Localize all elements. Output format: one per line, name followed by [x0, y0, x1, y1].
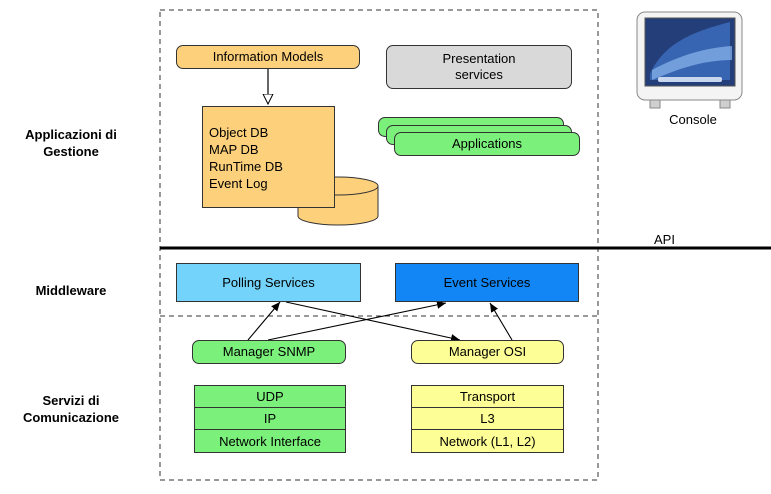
label-applicazioni-di-gestione: Applicazioni di Gestione	[25, 127, 117, 159]
arrow-snmp-to-event	[267, 300, 447, 341]
db-item-object: Object DB	[209, 125, 269, 140]
label-middleware: Middleware	[35, 283, 107, 298]
stack-l3: L3	[411, 407, 564, 430]
system-boundary	[159, 9, 599, 481]
stack-network-interface: Network Interface	[194, 429, 346, 453]
stack-transport: Transport	[411, 385, 564, 408]
information-models-box: Information Models	[176, 45, 360, 69]
manager-snmp-box: Manager SNMP	[192, 340, 346, 364]
stack-network-l1-l2: Network (L1, L2)	[411, 429, 564, 453]
db-item-map: MAP DB	[209, 142, 259, 157]
applications-box: Applications	[394, 132, 580, 156]
stack-udp: UDP	[194, 385, 346, 408]
arrow-polling-to-osi	[285, 301, 461, 342]
label-servizi-di-comunicazione: Servizi di Comunicazione	[22, 393, 120, 425]
arrow-snmp-to-polling	[247, 301, 281, 341]
console-monitor-icon	[636, 11, 743, 109]
stack-ip: IP	[194, 407, 346, 430]
db-item-runtime: RunTime DB	[209, 159, 283, 174]
arrow-osi-to-event	[489, 302, 513, 341]
db-item-event-log: Event Log	[209, 176, 268, 191]
event-services-box: Event Services	[395, 263, 579, 302]
label-console: Console	[669, 112, 717, 127]
label-api: API	[654, 232, 675, 247]
manager-osi-box: Manager OSI	[411, 340, 564, 364]
polling-services-box: Polling Services	[176, 263, 361, 302]
database-box: Object DB MAP DB RunTime DB Event Log	[202, 106, 335, 208]
presentation-services-box: Presentation services	[386, 45, 572, 89]
